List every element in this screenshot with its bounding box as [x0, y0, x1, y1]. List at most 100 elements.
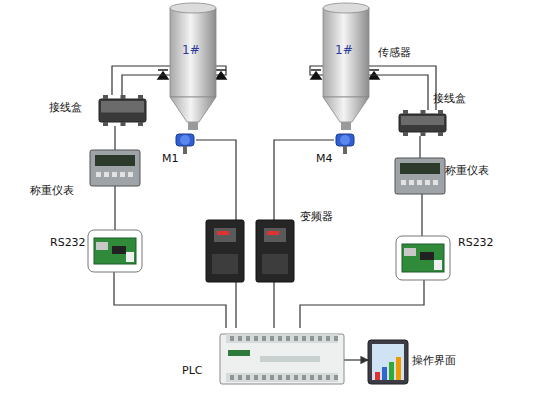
pcb-board	[94, 238, 136, 264]
meter-display	[95, 155, 135, 166]
terminal-screw	[230, 375, 234, 380]
connector-wire	[274, 140, 334, 220]
terminal-screw	[334, 375, 338, 380]
inverter-body	[256, 220, 294, 282]
connector-wire	[114, 186, 115, 230]
motor-end	[340, 135, 350, 145]
motor-end	[180, 135, 190, 145]
terminal-screw	[262, 336, 266, 341]
box-lid	[101, 101, 144, 113]
silo-cone	[170, 97, 216, 122]
terminal-screw	[334, 336, 338, 341]
junction-box-shape	[95, 95, 150, 126]
terminal-strip	[226, 334, 338, 343]
meter-button	[433, 180, 438, 185]
rs232-module: RS232	[396, 236, 450, 280]
db9-connector	[96, 242, 108, 250]
silo-outlet	[188, 122, 198, 130]
meter-button	[409, 180, 414, 185]
silo-body	[323, 8, 369, 97]
connector-wire	[196, 140, 236, 220]
box-body	[99, 99, 146, 122]
meter-button	[112, 172, 117, 177]
inverter-body	[206, 220, 244, 282]
cable-gland	[138, 95, 143, 99]
meter-button	[401, 180, 406, 185]
hmi-panel-shape	[368, 340, 408, 384]
terminal-strip	[226, 373, 338, 382]
terminal-screw	[254, 336, 258, 341]
node-label: 接线盒	[49, 101, 82, 114]
meter-button	[104, 172, 109, 177]
meter-case	[395, 158, 445, 194]
node-label: M4	[316, 152, 333, 165]
inverter-panel	[264, 228, 286, 242]
motor-shaft	[183, 146, 187, 154]
inverter-led	[217, 231, 229, 235]
meter-button	[120, 172, 125, 177]
connector-wire	[369, 75, 428, 110]
connector-wire	[344, 359, 368, 360]
terminal-screw	[286, 336, 290, 341]
rs232-module-shape	[396, 236, 450, 280]
connector-wire	[419, 136, 420, 158]
motor: M4	[334, 130, 356, 150]
led-strip	[260, 356, 320, 362]
terminal-screw	[246, 375, 250, 380]
terminal-screw	[254, 375, 258, 380]
junction-box: 接线盒	[95, 95, 150, 126]
box-body	[399, 114, 446, 132]
node-label: RS232	[50, 236, 86, 249]
terminal-screw	[270, 375, 274, 380]
terminal-screw	[230, 336, 234, 341]
hmi-screen	[372, 344, 404, 380]
motor-shaft	[343, 146, 347, 154]
weighing-indicator-shape	[395, 158, 445, 194]
hmi-bar	[375, 372, 380, 380]
cable-gland	[138, 122, 143, 126]
cable-gland	[403, 110, 408, 114]
node-label: 1#	[335, 44, 353, 57]
inverter-panel	[214, 228, 236, 242]
cable-gland	[421, 132, 426, 136]
hmi-bar	[396, 357, 401, 380]
inverter-shape	[202, 220, 298, 282]
hmi-bar	[382, 367, 387, 380]
module-frame	[88, 230, 142, 272]
silo-tank: 1#	[323, 2, 369, 130]
rs232-module-shape	[88, 230, 142, 272]
meter-button	[417, 180, 422, 185]
motor-shape	[334, 130, 356, 150]
terminal-block	[434, 260, 442, 270]
terminal-screw	[294, 375, 298, 380]
hmi-panel: 操作界面	[368, 340, 408, 384]
inverter-vent	[262, 254, 288, 274]
terminal-screw	[310, 375, 314, 380]
inverter-vent	[212, 254, 238, 274]
silo-top	[170, 3, 216, 13]
node-label: 接线盒	[433, 92, 466, 105]
sensor-symbol	[369, 69, 379, 70]
silo-tank-shape	[323, 2, 369, 130]
cable-gland	[103, 122, 108, 126]
node-label: 操作界面	[412, 354, 456, 367]
motor-shape	[174, 130, 196, 150]
pcb-board	[402, 244, 444, 272]
terminal-screw	[270, 336, 274, 341]
terminal-screw	[326, 375, 330, 380]
module-frame	[396, 236, 450, 280]
cable-gland	[438, 132, 443, 136]
cable-gland	[438, 110, 443, 114]
terminal-screw	[278, 336, 282, 341]
silo-body	[170, 8, 216, 97]
sensor-symbol	[311, 72, 321, 79]
terminal-screw	[238, 375, 242, 380]
silo-tank-shape	[170, 2, 216, 130]
inverter: 变频器	[202, 220, 298, 282]
box-lid	[401, 116, 444, 125]
connector-wire	[421, 194, 422, 236]
terminal-screw	[302, 375, 306, 380]
terminal-screw	[262, 375, 266, 380]
node-label: 变频器	[300, 210, 333, 223]
